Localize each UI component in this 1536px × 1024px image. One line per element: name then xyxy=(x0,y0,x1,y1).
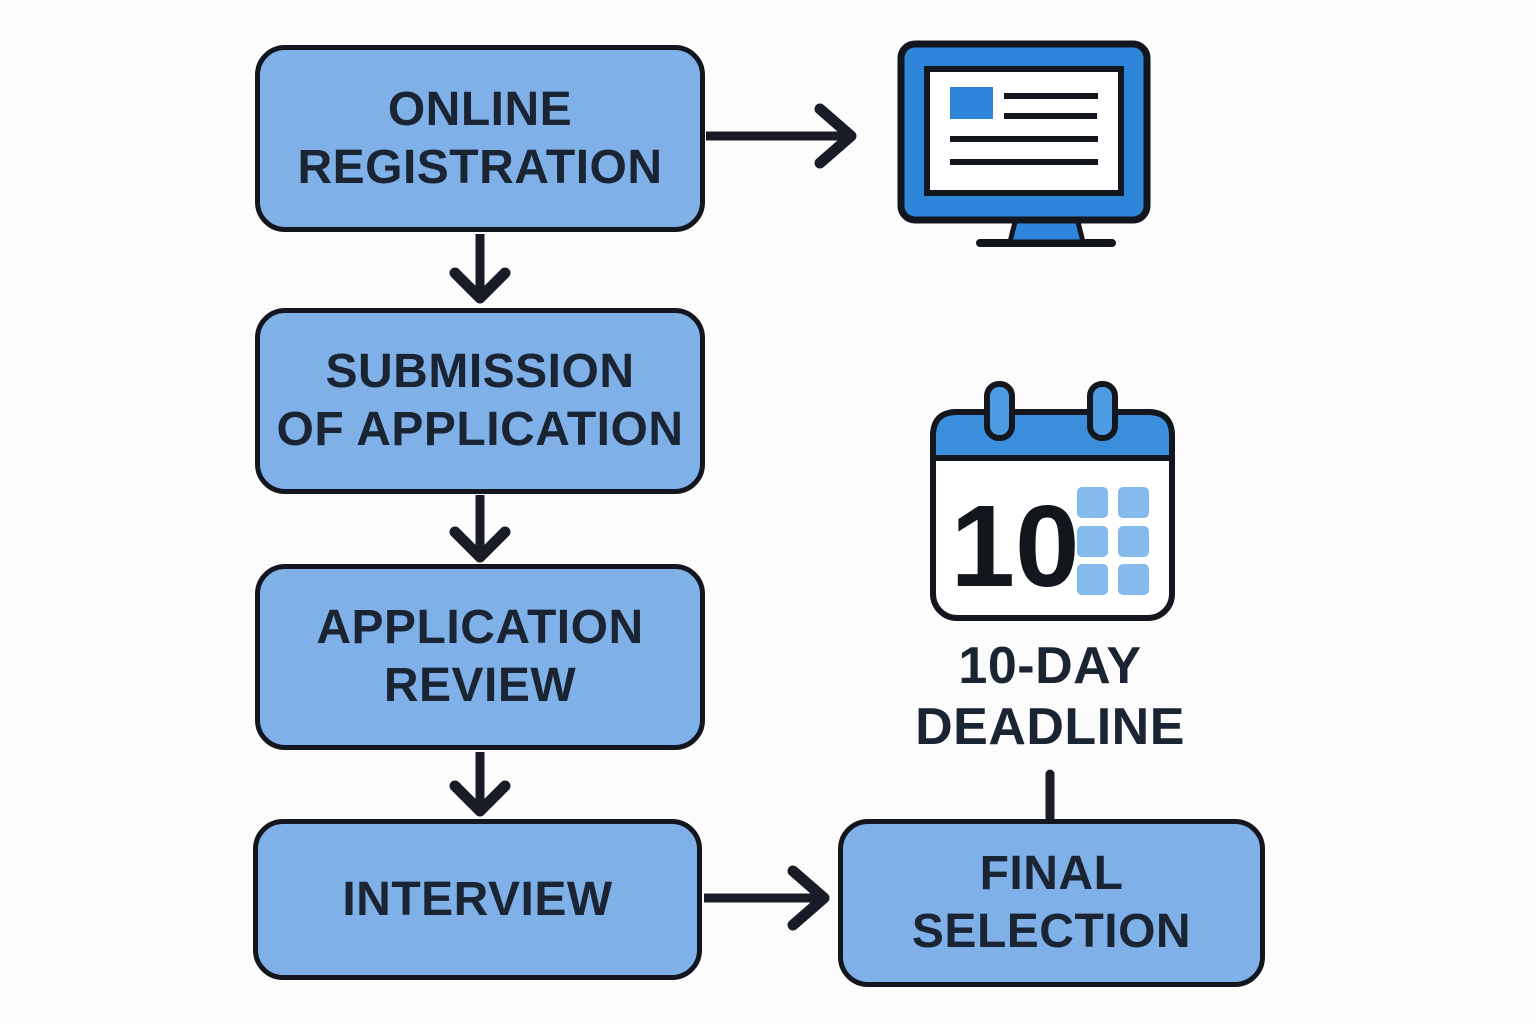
flow-box-label-line: ONLINE xyxy=(387,82,573,136)
flow-box-label-line: SUBMISSION xyxy=(325,345,635,399)
deadline-label-line: 10-DAY xyxy=(958,637,1142,695)
flow-box-label-line: OF APPLICATION xyxy=(276,403,684,456)
arrow-review-to-interview xyxy=(449,752,511,817)
flow-box-label-line: REGISTRATION xyxy=(297,140,663,194)
deadline-label: 10-DAY DEADLINE xyxy=(848,636,1252,759)
calendar-ring-left xyxy=(984,381,1015,441)
flow-box-online-registration: ONLINE REGISTRATION xyxy=(255,45,705,232)
calendar-icon: 10 xyxy=(930,381,1175,621)
arrow-registration-to-submission xyxy=(449,234,511,304)
flow-box-label-line: REVIEW xyxy=(383,659,577,712)
calendar-date-grid xyxy=(1077,487,1149,595)
flow-box-final-selection: FINAL SELECTION xyxy=(838,819,1265,987)
arrow-submission-to-review xyxy=(449,495,511,563)
flow-box-label-line: SELECTION xyxy=(911,905,1192,958)
monitor-screen-thumbnail xyxy=(950,87,993,119)
deadline-label-line: DEADLINE xyxy=(915,698,1185,757)
flow-box-label-line: APPLICATION xyxy=(316,601,644,655)
computer-monitor-icon xyxy=(897,40,1151,247)
calendar-ring-right xyxy=(1087,381,1118,441)
flow-box-submission-of-application: SUBMISSION OF APPLICATION xyxy=(255,308,705,494)
flow-box-interview: INTERVIEW xyxy=(253,819,702,980)
calendar-day-number: 10 xyxy=(950,481,1079,611)
flow-box-label-line: FINAL xyxy=(979,847,1124,901)
calendar-header xyxy=(930,409,1175,461)
arrow-interview-to-final-selection xyxy=(704,865,830,931)
flow-box-application-review: APPLICATION REVIEW xyxy=(255,564,705,750)
flow-box-label-line: INTERVIEW xyxy=(342,872,613,926)
arrow-online-registration-to-monitor xyxy=(706,103,857,169)
